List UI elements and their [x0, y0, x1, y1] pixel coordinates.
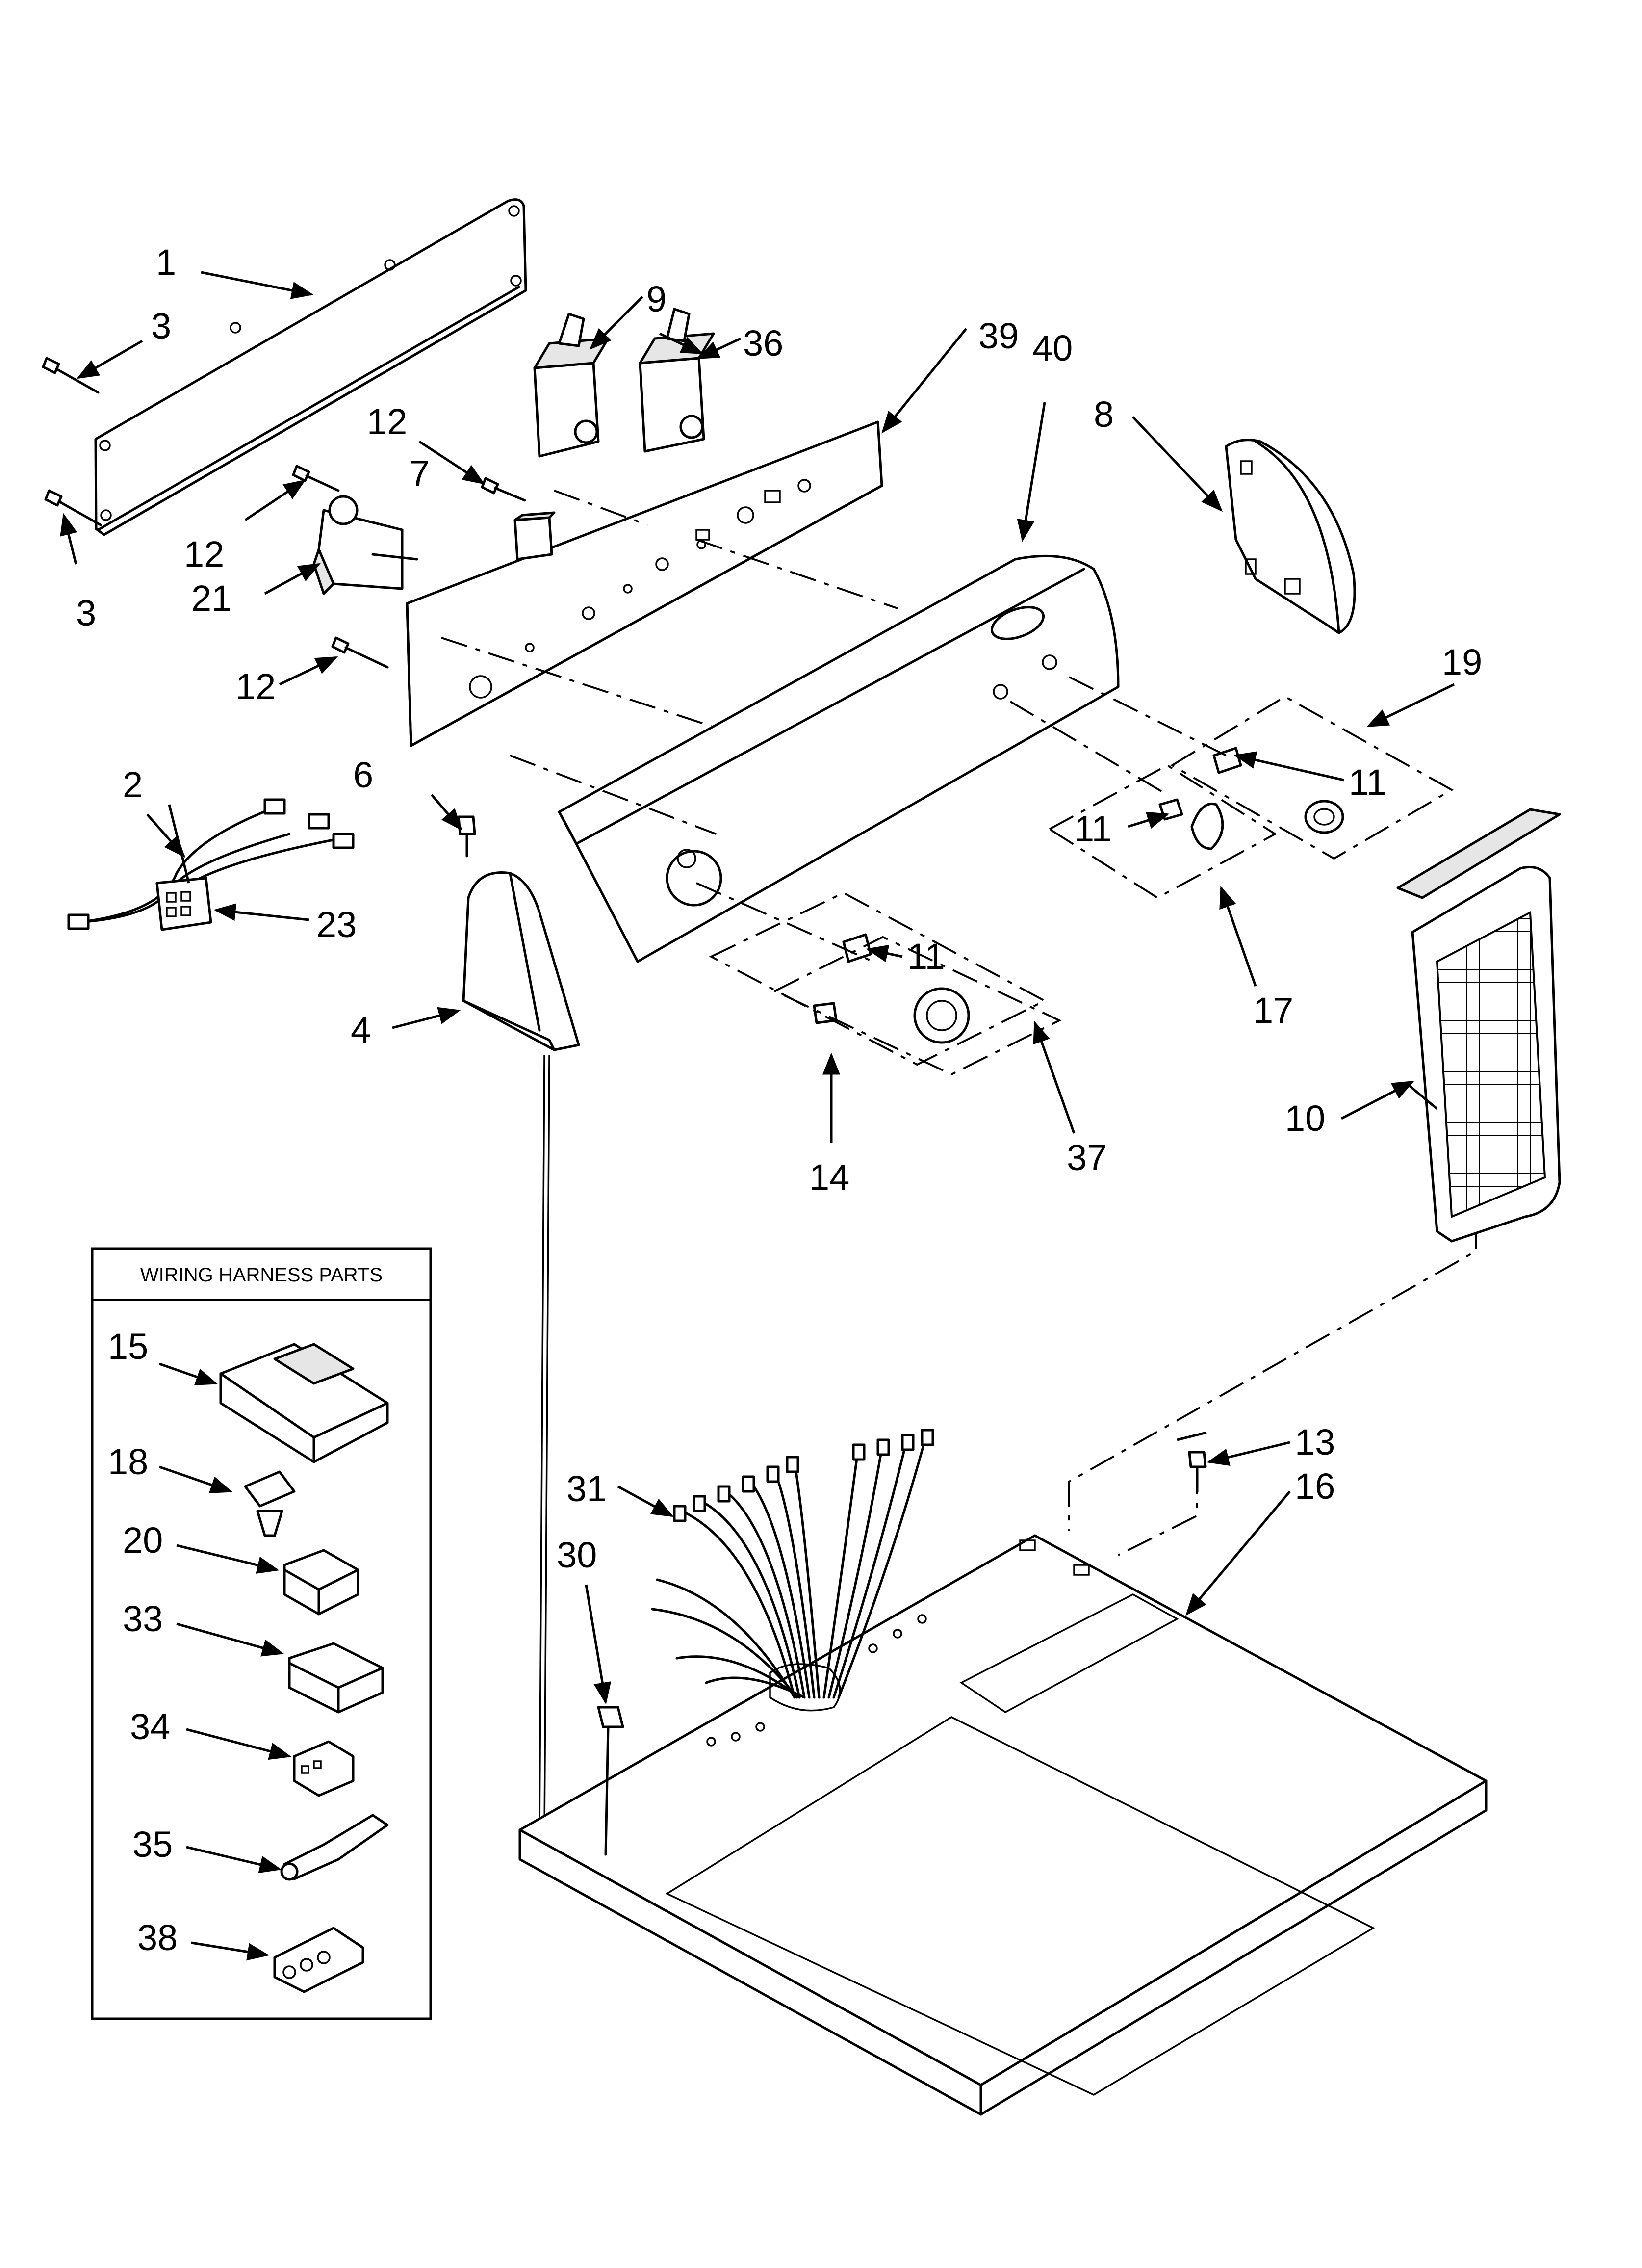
callout-19: 19 — [1442, 642, 1482, 682]
callout-31: 31 — [566, 1468, 607, 1509]
knob-group-box — [772, 936, 1062, 1076]
callout-12: 12 — [367, 401, 407, 442]
harness-part-34 — [293, 1740, 355, 1797]
top-panel-part — [518, 1534, 1488, 2116]
callout-11: 11 — [1349, 762, 1386, 803]
left-end-cap-part — [462, 871, 580, 1051]
callout-39: 39 — [978, 315, 1019, 356]
callout-36: 36 — [743, 323, 783, 364]
end-cap-part — [1225, 439, 1356, 634]
screw-part — [457, 815, 476, 858]
callout-18: 18 — [108, 1441, 148, 1482]
timer-part — [312, 495, 418, 595]
callout-12: 12 — [235, 666, 276, 707]
callout-40: 40 — [1032, 328, 1073, 368]
callout-38: 38 — [137, 1917, 178, 1958]
wire-clip-part — [597, 1706, 624, 1856]
rear-bracket-part — [94, 198, 527, 536]
callout-30: 30 — [557, 1535, 597, 1575]
knob-part — [913, 800, 1344, 1044]
connector-block-part — [155, 877, 212, 931]
wire-bundle-part — [651, 1429, 934, 1699]
harness-part-18 — [244, 1470, 296, 1537]
callout-21: 21 — [191, 578, 231, 619]
callout-11: 11 — [907, 936, 945, 977]
screw-part — [292, 465, 526, 669]
box-title: WIRING HARNESS PARTS — [140, 1264, 383, 1286]
harness-part-38 — [273, 1927, 364, 1993]
console-part — [558, 554, 1120, 963]
rotary-switch-part — [533, 313, 610, 458]
harness-part-15 — [219, 1343, 389, 1463]
callout-15: 15 — [108, 1326, 148, 1367]
wiring-harness-parts-box: WIRING HARNESS PARTS — [91, 1247, 432, 2020]
callout-11: 11 — [1074, 808, 1112, 849]
callout-34: 34 — [130, 1706, 170, 1747]
callout-10: 10 — [1285, 1098, 1325, 1139]
knob-group-box — [1170, 695, 1454, 860]
callout-23: 23 — [316, 904, 357, 945]
callout-12: 12 — [184, 534, 224, 574]
lint-screen-part — [1396, 808, 1561, 1243]
callout-33: 33 — [123, 1598, 163, 1639]
callout-1: 1 — [156, 242, 176, 283]
wire-harness-part — [67, 798, 355, 930]
callout-7: 7 — [410, 453, 430, 494]
screw-part — [42, 357, 102, 526]
callout-labels: 1 3 3 9 36 39 40 8 12 7 12 21 12 19 11 1… — [76, 242, 1482, 1958]
callout-35: 35 — [132, 1824, 173, 1865]
callout-13: 13 — [1295, 1422, 1335, 1462]
callout-6: 6 — [353, 755, 373, 795]
callout-14: 14 — [809, 1157, 849, 1198]
callout-3: 3 — [151, 306, 171, 346]
switch-part — [513, 511, 556, 561]
screw-part — [1188, 1451, 1207, 1493]
leader-arrows — [60, 271, 1455, 1961]
knob-group-box — [709, 891, 1047, 1066]
harness-part-33 — [288, 1642, 384, 1714]
callout-16: 16 — [1295, 1466, 1335, 1507]
callout-4: 4 — [351, 1010, 371, 1050]
harness-part-20 — [283, 1549, 359, 1616]
callout-3: 3 — [76, 593, 96, 633]
callout-37: 37 — [1067, 1137, 1107, 1178]
callout-9: 9 — [646, 279, 667, 319]
callout-2: 2 — [123, 764, 143, 805]
knob-group-box — [1048, 764, 1277, 899]
rotary-switch-part — [639, 308, 715, 453]
callout-17: 17 — [1253, 990, 1293, 1031]
callout-20: 20 — [123, 1520, 163, 1561]
callout-8: 8 — [1094, 394, 1114, 435]
